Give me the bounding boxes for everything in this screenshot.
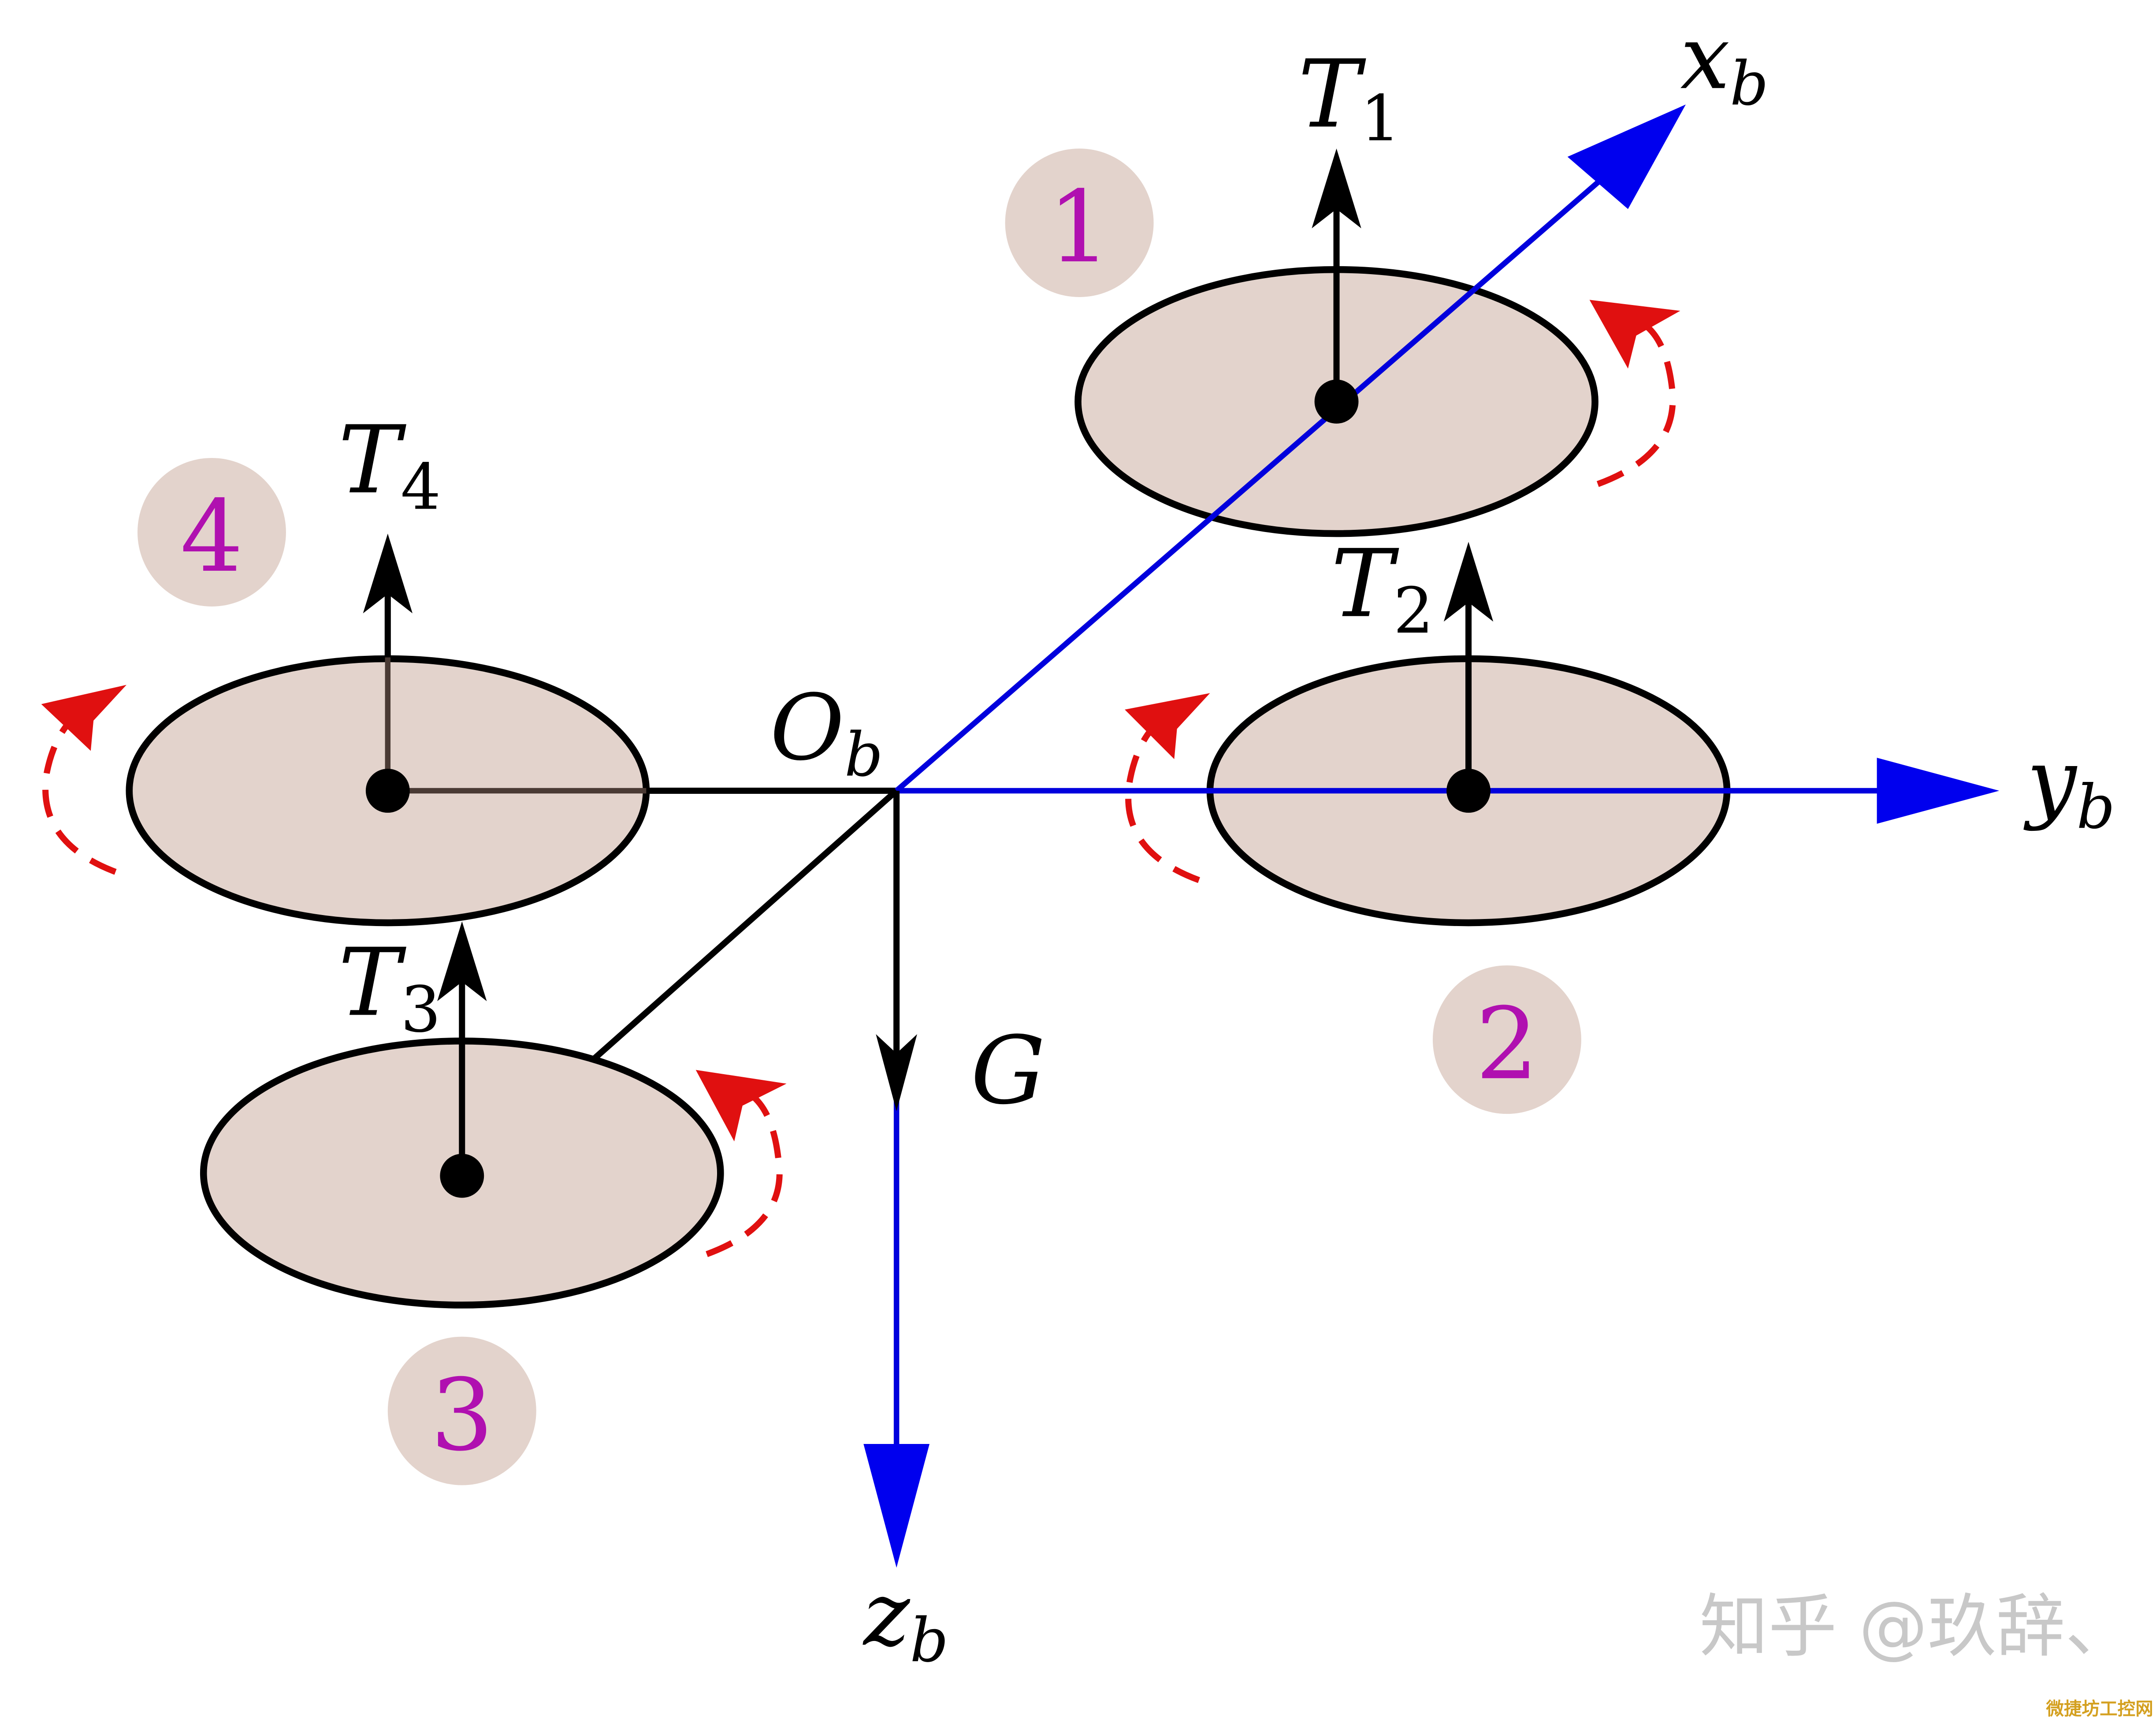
z-axis-subscript: b (910, 1606, 948, 1676)
badge-label-2: 2 (1476, 986, 1539, 1101)
thrust-label-3: T3 (338, 929, 441, 1046)
y-axis-label: yb (2023, 730, 2115, 842)
x-axis-line (895, 168, 1613, 793)
x-axis-label: xb (1680, 7, 1769, 119)
spin-arrowhead-2 (1125, 693, 1210, 759)
rotor-hub-4 (365, 769, 410, 813)
watermark-text: 知乎 @玖辞、 (1699, 1586, 2134, 1667)
origin-symbol: O (770, 675, 844, 781)
badge-circle-4 (137, 458, 286, 606)
rotor-badge-1: 1 (1005, 149, 1154, 297)
spin-arrow-1 (1596, 322, 1676, 487)
x-axis-arrowhead (1567, 104, 1686, 209)
y-axis-symbol: y (2023, 730, 2078, 833)
thrust-arrowhead-1 (1312, 149, 1361, 228)
spin-arrowheads (41, 300, 1680, 1142)
origin-label: Ob (770, 675, 883, 790)
thrust-label-2-symbol: T (1331, 530, 1399, 639)
thrust-label-1-subscript: 1 (1361, 82, 1401, 155)
rotor-badge-3: 3 (387, 1336, 536, 1485)
thrust-label-2: T2 (1331, 530, 1434, 647)
thrust-label-3-symbol: T (338, 929, 406, 1038)
y-axis-arrowhead (1877, 758, 2000, 824)
corner-tag-text: 微捷坊工控网 (2045, 1698, 2153, 1719)
gravity-vector (876, 791, 917, 1111)
thrust-label-1-symbol: T (1298, 40, 1366, 149)
badge-circle-1 (1005, 149, 1154, 297)
rotor-hub-3 (440, 1153, 484, 1198)
thrust-label-4-subscript: 4 (401, 450, 441, 524)
spin-arrowhead-4 (41, 685, 127, 751)
spin-arrow-3 (706, 1092, 783, 1258)
gravity-arrowhead (876, 1034, 917, 1111)
badge-circle-3 (387, 1336, 536, 1485)
y-axis-subscript: b (2077, 772, 2115, 842)
thrust-label-2-subscript: 2 (1394, 574, 1434, 647)
thrust-label-4: T4 (338, 406, 441, 524)
thrust-arrowhead-4 (363, 533, 413, 614)
badge-label-4: 4 (180, 479, 243, 594)
rotor-badge-2: 2 (1432, 965, 1581, 1114)
origin-subscript: b (844, 720, 883, 790)
badge-label-3: 3 (431, 1357, 494, 1473)
z-axis-label: zb (862, 1563, 948, 1675)
z-axis-arrowhead (863, 1444, 930, 1568)
spin-arrow-2 (1125, 715, 1200, 883)
spin-indicators (42, 322, 1676, 1258)
thrust-arrowhead-3 (437, 921, 487, 1001)
thrust-arrowhead-2 (1443, 542, 1494, 622)
corner-tag-background (2040, 1694, 2156, 1719)
spin-arrow-4 (42, 710, 117, 875)
thrust-label-4-symbol: T (338, 406, 406, 515)
thrust-label-3-subscript: 3 (401, 973, 441, 1046)
body-axes (863, 104, 2000, 1568)
gravity-label: G (971, 1016, 1045, 1125)
z-axis-symbol: z (862, 1563, 911, 1666)
thrust-vectors (363, 149, 1494, 1176)
spin-arrowhead-3 (695, 1070, 787, 1142)
badge-label-1: 1 (1048, 169, 1111, 285)
spin-arrowhead-1 (1589, 300, 1680, 369)
badge-circle-2 (1432, 965, 1581, 1114)
x-axis-subscript: b (1730, 49, 1769, 119)
rotor-badge-4: 4 (137, 458, 286, 606)
thrust-label-1: T1 (1298, 40, 1401, 155)
rotor-hubs (365, 380, 1491, 1198)
x-axis-symbol: x (1680, 7, 1730, 109)
